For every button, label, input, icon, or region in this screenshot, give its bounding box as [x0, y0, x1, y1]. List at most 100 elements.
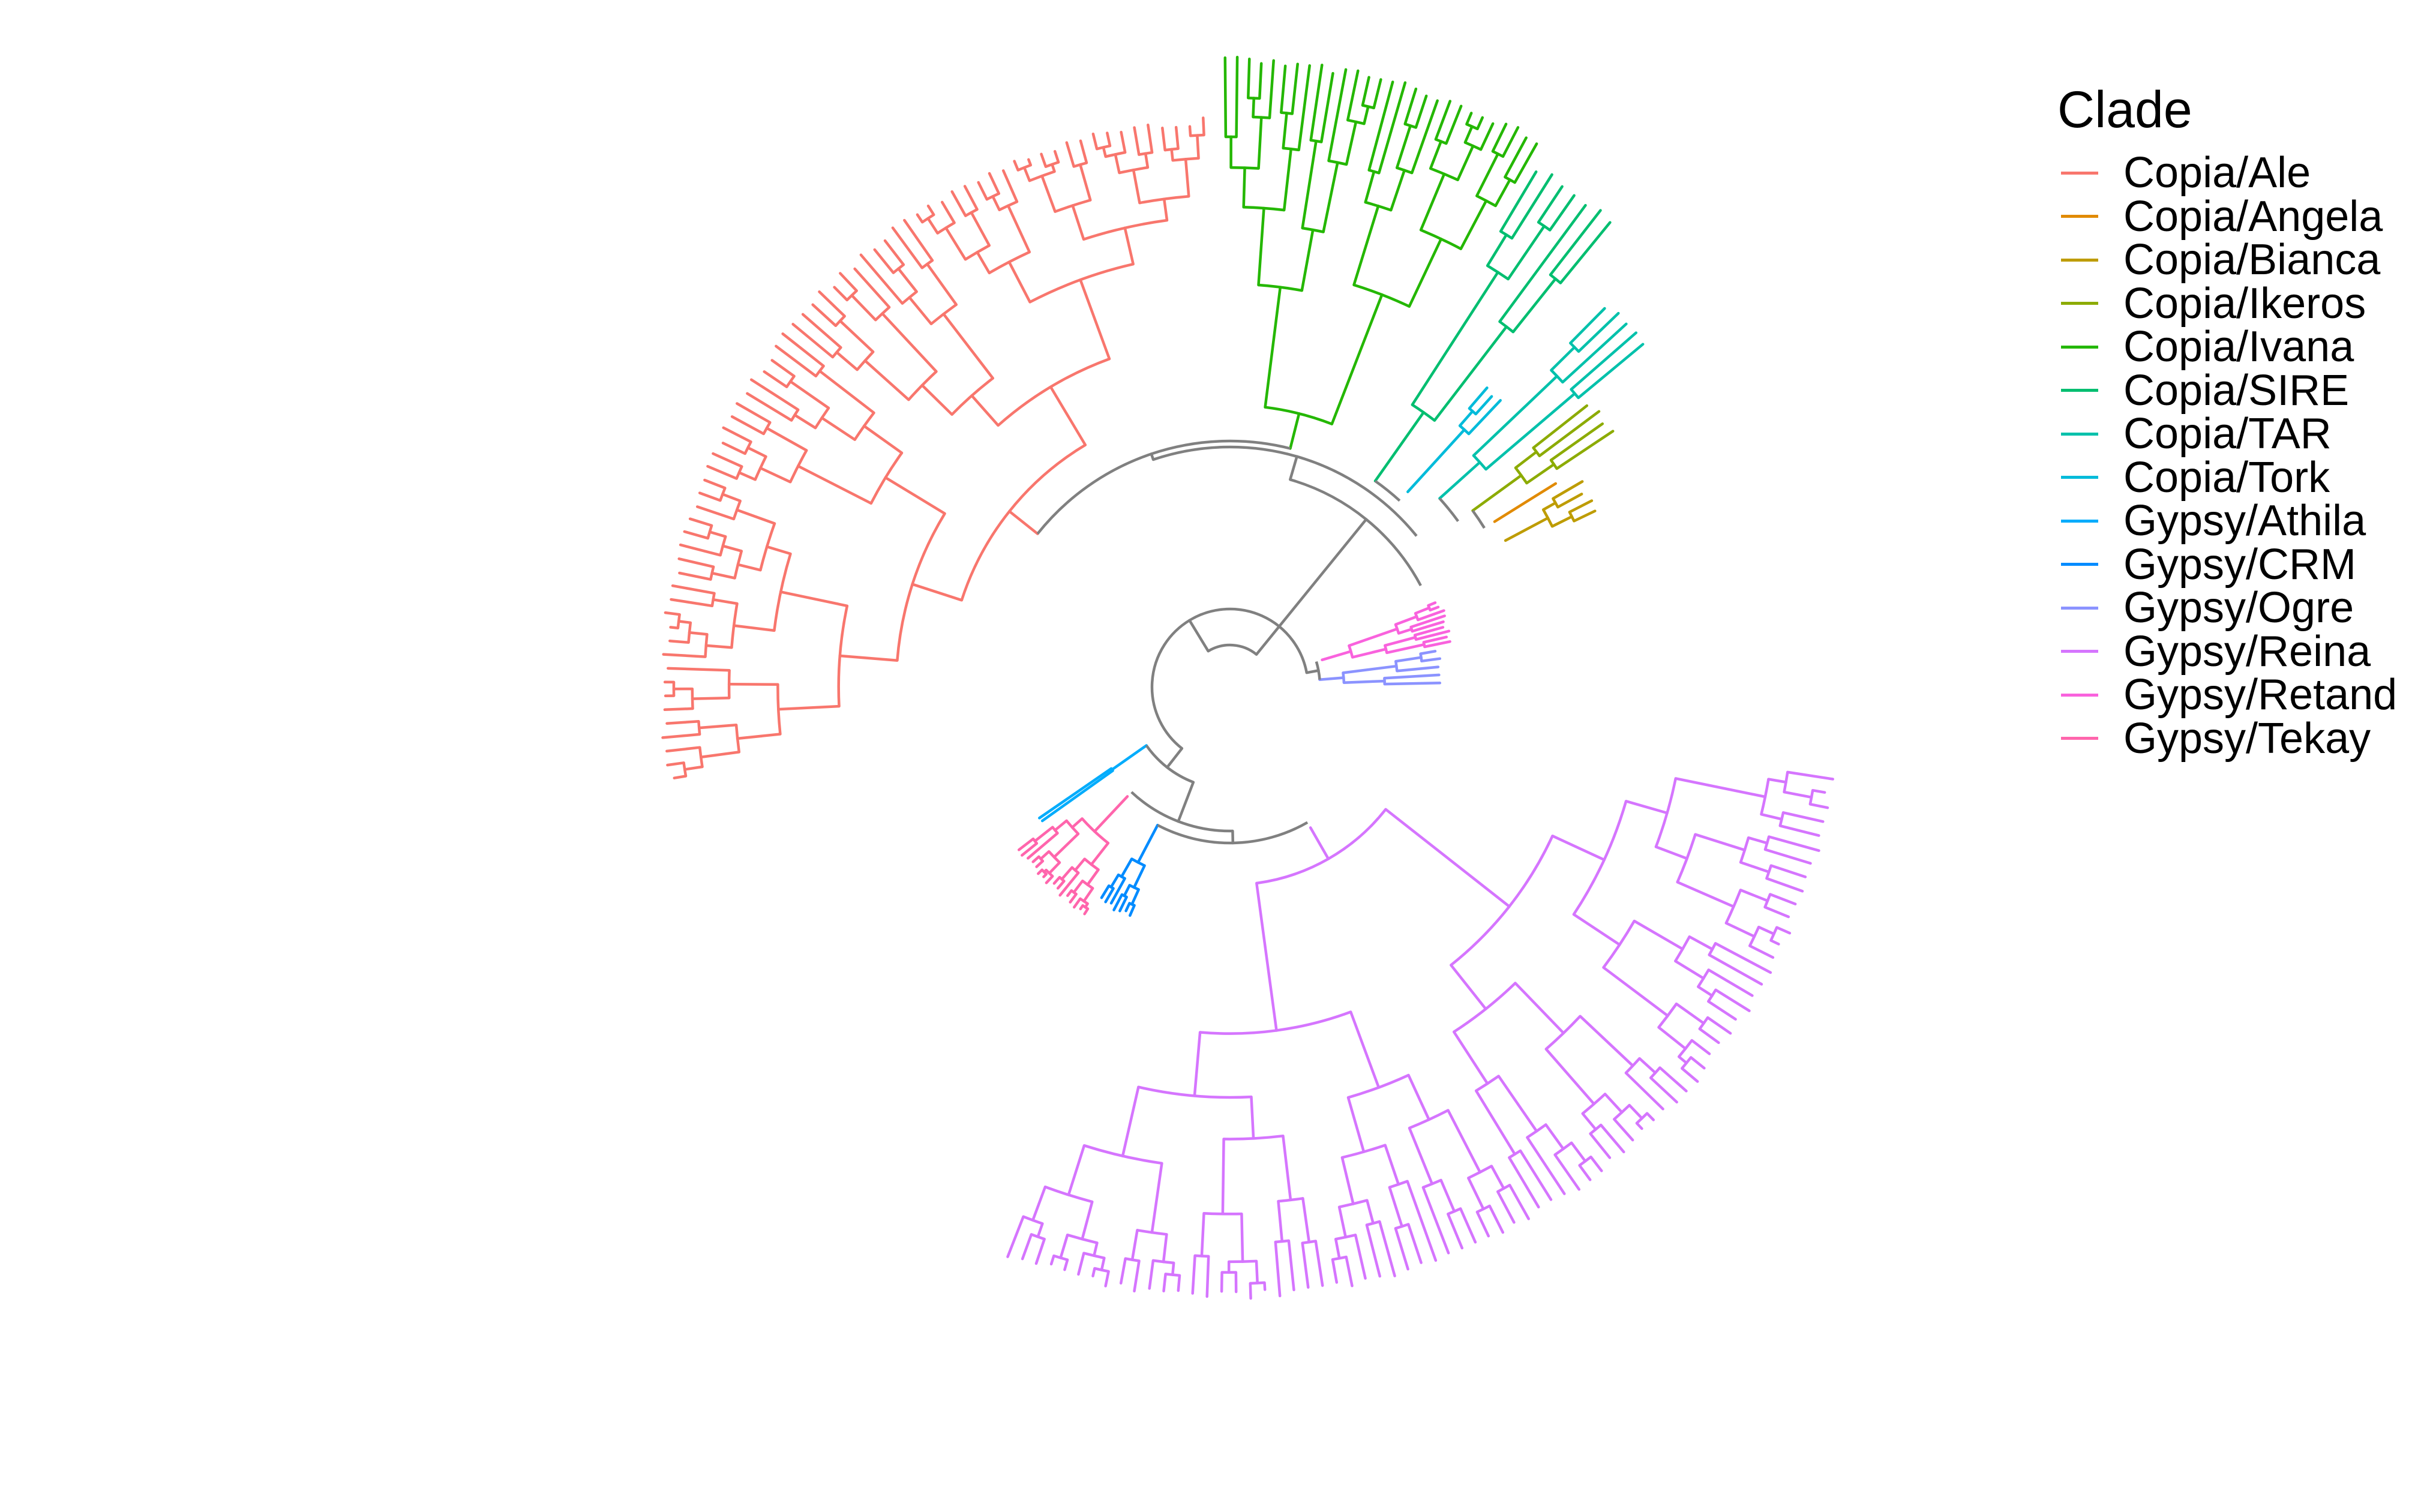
leaf-branch	[669, 626, 680, 629]
branch	[908, 296, 933, 326]
branch	[1497, 1075, 1538, 1133]
branch	[1150, 1162, 1163, 1234]
branch	[942, 313, 995, 380]
legend-label: Gypsy/Athila	[2123, 497, 2366, 545]
branch	[1429, 140, 1442, 170]
branch	[736, 733, 782, 740]
leaf-branch	[811, 303, 838, 328]
branch	[710, 571, 736, 580]
branch	[1490, 1165, 1505, 1190]
branch	[1511, 277, 1557, 334]
leaf-branch	[1413, 626, 1445, 637]
leaf-branch	[1423, 640, 1451, 649]
leaf-branch	[1419, 650, 1437, 655]
leaf-branch	[1613, 1118, 1634, 1142]
branch	[1384, 808, 1511, 908]
leaf-branch	[1491, 122, 1508, 153]
leaf-branch	[1027, 158, 1033, 167]
leaf-branch	[1553, 1153, 1581, 1191]
leaf-branch	[1767, 835, 1820, 852]
leaf-branch	[1327, 68, 1348, 163]
branch	[1433, 325, 1508, 422]
branch	[1767, 778, 1787, 784]
leaf-branch	[1174, 125, 1180, 150]
leaf-branch	[1475, 1210, 1490, 1238]
leaf-branch	[1301, 1241, 1310, 1289]
leaf-branch	[1394, 1227, 1409, 1271]
legend-item: Gypsy/CRM	[2055, 543, 2397, 587]
legend-item: Copia/Ikeros	[2055, 282, 2397, 326]
leaf-branch	[671, 584, 716, 595]
legend-label: Copia/Ivana	[2123, 323, 2354, 371]
branch	[1541, 501, 1557, 511]
branch	[1123, 226, 1135, 266]
leaf-branch	[662, 653, 707, 658]
leaf-branch	[791, 323, 835, 359]
legend-key	[2061, 302, 2098, 305]
leaf-branch	[1035, 859, 1045, 868]
legend-key	[2061, 693, 2098, 697]
leaf-branch	[1447, 1213, 1464, 1250]
leaf-branch	[1786, 770, 1834, 781]
leaf-branch	[1017, 837, 1035, 851]
leaf-branch	[1549, 209, 1602, 277]
legend-title: Clade	[2057, 81, 2192, 139]
branch	[1463, 125, 1474, 144]
branch	[1458, 410, 1474, 427]
branch	[1193, 1031, 1202, 1097]
legend-item: Copia/TAR	[2055, 412, 2397, 456]
branch	[1277, 1199, 1284, 1243]
leaf-branch	[1129, 904, 1136, 917]
leaf-branch	[722, 426, 752, 443]
branch	[1579, 1015, 1634, 1067]
branch	[1394, 656, 1423, 663]
branch	[1514, 450, 1538, 469]
leaf-branch	[1162, 1273, 1167, 1292]
leaf-branch	[1021, 1233, 1033, 1261]
branch	[793, 413, 817, 430]
branch	[1162, 197, 1169, 222]
leaf-branch	[1568, 499, 1594, 514]
branch	[683, 765, 704, 771]
branch	[1121, 1085, 1140, 1157]
leaf-branch	[698, 491, 722, 502]
leaf-branch	[1354, 1234, 1367, 1280]
branch	[1052, 832, 1080, 859]
leaf-branch	[1577, 311, 1620, 353]
branch	[1697, 985, 1714, 997]
leaf-branch	[1508, 1156, 1540, 1209]
branch	[765, 545, 792, 556]
branch	[1514, 982, 1565, 1035]
clade-stem	[1289, 412, 1301, 450]
leaf-branch	[1320, 71, 1334, 143]
clade-stem	[1504, 517, 1550, 542]
branch	[1450, 964, 1487, 1010]
leaf-branch	[665, 720, 700, 725]
branch	[1363, 105, 1370, 125]
leaf-branch	[1459, 1207, 1477, 1244]
leaf-branch	[703, 478, 727, 490]
branch	[746, 446, 767, 458]
leaf-branch	[977, 181, 989, 201]
leaf-branch	[1133, 126, 1141, 156]
leaf-branch	[1559, 221, 1612, 284]
leaf-branch	[1280, 64, 1287, 114]
legend-item: Copia/Ivana	[2055, 325, 2397, 369]
leaf-branch	[1589, 1132, 1612, 1159]
branch	[1301, 139, 1318, 230]
leaf-branch	[1501, 126, 1520, 158]
legend-label: Copia/TAR	[2123, 410, 2332, 458]
legend-label: Copia/Tork	[2123, 453, 2330, 502]
branch	[970, 394, 1000, 427]
branch	[1674, 959, 1705, 980]
branch	[1264, 286, 1282, 409]
branch	[1456, 144, 1475, 182]
leaf-branch	[1191, 1254, 1196, 1295]
leaf-branch	[1309, 64, 1324, 142]
legend-label: Gypsy/Tekay	[2123, 714, 2371, 763]
leaf-branch	[1112, 893, 1124, 911]
legend-label: Copia/Ale	[2123, 149, 2311, 197]
leaf-branch	[801, 313, 842, 349]
leaf-branch	[667, 667, 731, 672]
legend-key	[2061, 258, 2098, 262]
